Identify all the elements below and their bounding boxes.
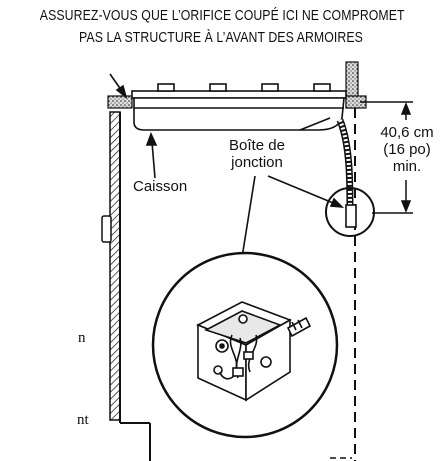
cabinet-front-stile <box>109 111 121 421</box>
caisson-unit <box>131 83 347 131</box>
cropped-text-fragment-2: nt <box>77 412 89 428</box>
cropped-text-fragment-1: n <box>78 330 86 346</box>
dimension-metric: 40,6 cm <box>380 124 434 141</box>
dimension-imperial: (16 po) <box>383 141 431 158</box>
junction-box-detail <box>196 301 312 402</box>
caption-line-1: ASSUREZ-VOUS QUE L’ORIFICE COUPÉ ICI NE … <box>39 7 405 24</box>
junction-box-label-line-1: Boîte de <box>229 137 285 154</box>
caisson-label: Caisson <box>133 178 188 195</box>
countertop-front-edge <box>107 95 133 109</box>
dimension-label: 40,6 cm (16 po) min. <box>374 124 440 175</box>
leader-arrows <box>109 73 345 280</box>
flexible-conduit <box>336 118 354 216</box>
caption-line-2: PAS LA STRUCTURE À L’AVANT DES ARMOIRES <box>79 29 363 46</box>
detail-callout-circle <box>325 187 375 237</box>
door-handle <box>101 215 112 243</box>
dimension-line <box>360 101 413 214</box>
dimension-min: min. <box>392 158 422 175</box>
junction-box-small <box>345 204 357 228</box>
junction-box-label: Boîte de jonction <box>213 137 301 171</box>
junction-box-label-line-2: jonction <box>231 154 283 171</box>
